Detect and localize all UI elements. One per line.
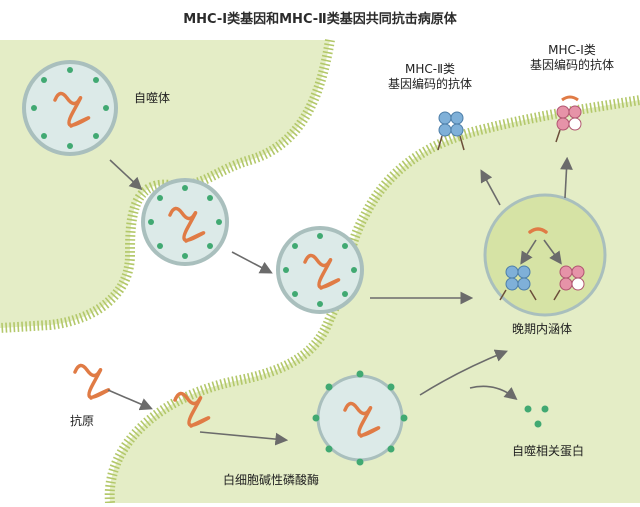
mhc1-surface-complex	[555, 95, 582, 143]
mhc1-label-line2: 基因编码的抗体	[529, 58, 614, 72]
mhc2-complex-inner	[499, 265, 537, 301]
upper-cell-membrane	[0, 39, 335, 333]
mhc1-complex-inner	[553, 265, 585, 301]
mhc1-label-line1: MHC-Ⅰ类	[548, 43, 596, 57]
fusing-vesicle	[141, 178, 229, 266]
late-endosome-label: 晚期内涵体	[512, 322, 573, 336]
lower-cell-membrane	[104, 95, 640, 504]
lower-cell	[109, 100, 640, 503]
phosphatase-vesicle	[312, 370, 408, 466]
antigen-squiggle	[53, 91, 91, 128]
antigen-entering	[173, 391, 211, 428]
antigen-label: 抗原	[70, 414, 95, 428]
autophagosome-vesicle	[22, 60, 118, 156]
autophagy-protein-label: 自噬相关蛋白	[512, 444, 585, 458]
page-title: MHC-Ⅰ类基因和MHC-Ⅱ类基因共同抗击病原体	[183, 12, 457, 27]
autophagy-protein-dots	[524, 405, 549, 428]
mhc1-label: MHC-Ⅰ类 基因编码的抗体	[520, 43, 624, 73]
pathway-arrows	[107, 156, 573, 446]
entering-vesicle	[276, 226, 364, 314]
vesicle-dots	[31, 67, 109, 149]
phosphatase-label: 白细胞碱性磷酸酶	[223, 473, 320, 487]
mhc2-surface-complex	[437, 111, 465, 151]
mhc2-label-line1: MHC-Ⅱ类	[405, 62, 455, 76]
antigen-free	[73, 363, 111, 400]
late-endosome	[483, 193, 607, 317]
autophagosome-label: 自噬体	[134, 91, 171, 105]
mhc2-label: MHC-Ⅱ类 基因编码的抗体	[378, 62, 482, 92]
mhc2-label-line2: 基因编码的抗体	[387, 77, 472, 91]
